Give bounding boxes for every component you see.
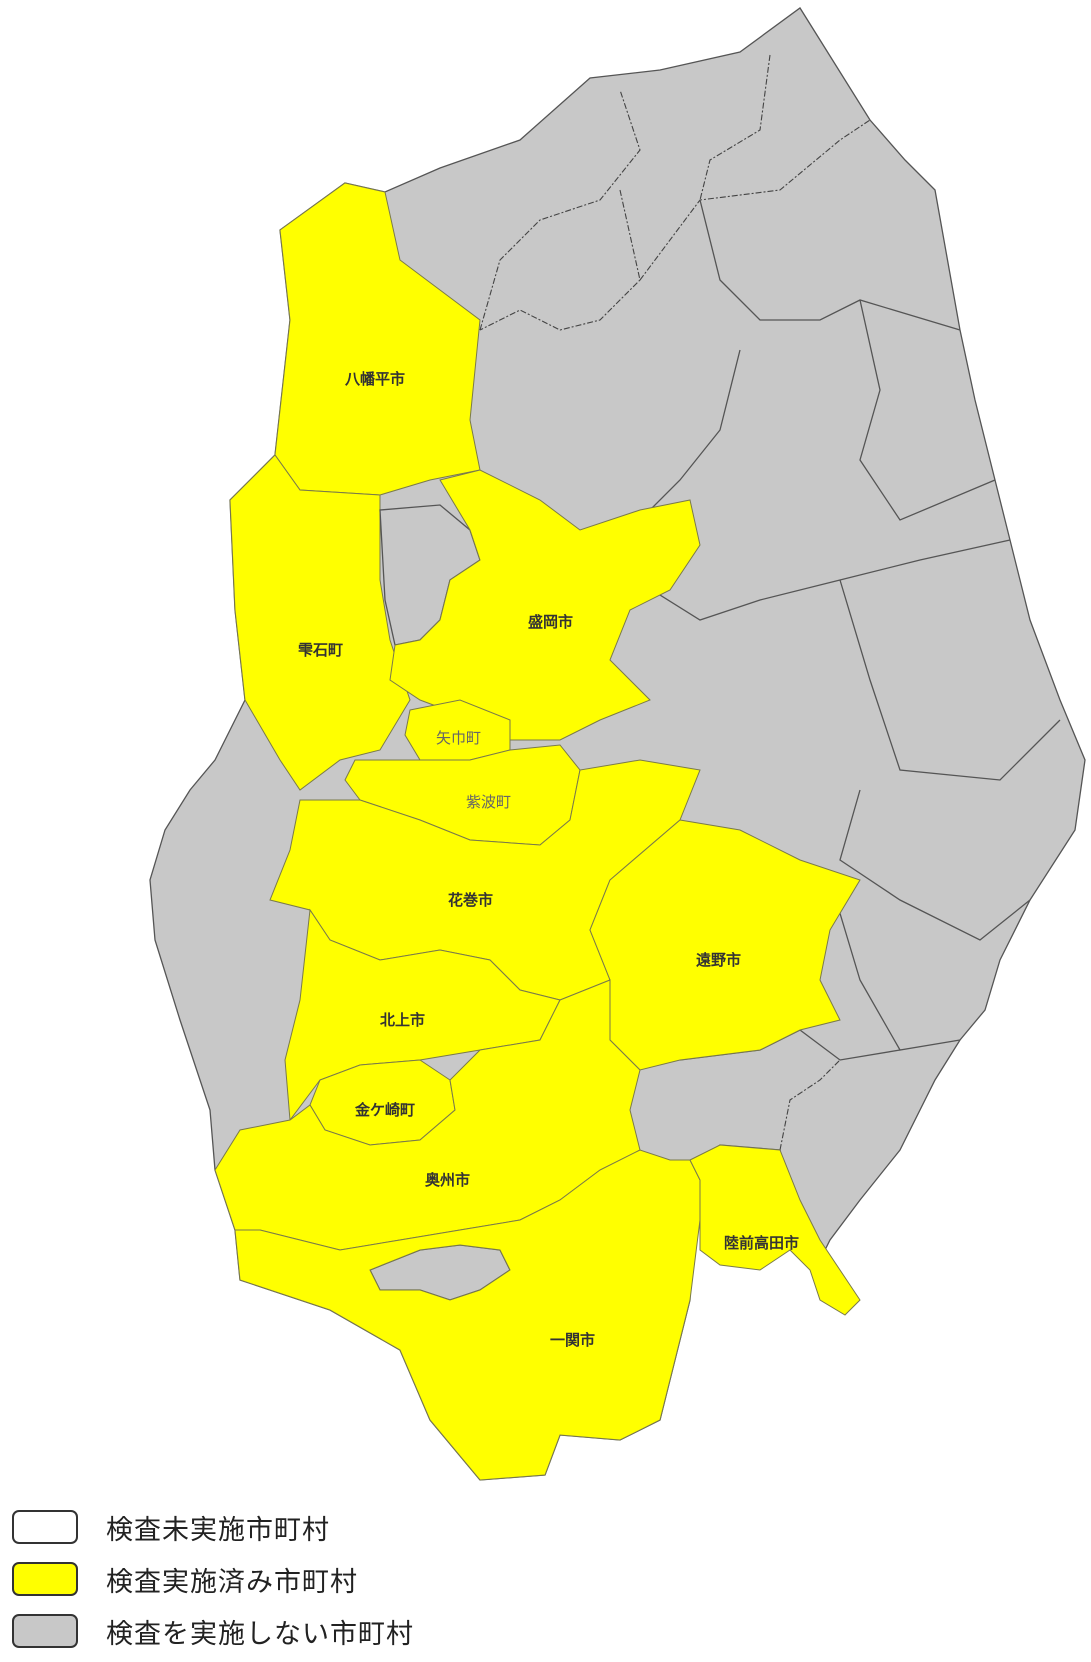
label-shiwa: 紫波町: [466, 793, 511, 811]
label-tono: 遠野市: [696, 951, 741, 969]
label-kanegasaki: 金ケ崎町: [354, 1101, 415, 1119]
label-kitakami: 北上市: [380, 1011, 425, 1029]
label-hanamaki: 花巻市: [448, 891, 493, 909]
legend-item-inspected: 検査実施済み市町村: [12, 1558, 512, 1600]
muni-rikuzentakata: [689, 1144, 861, 1316]
label-shizukuishi: 雫石町: [298, 641, 343, 659]
label-ichinoseki: 一関市: [550, 1331, 595, 1349]
boundary-east-1: [699, 199, 961, 331]
label-rikuzentakata: 陸前高田市: [724, 1234, 799, 1252]
legend-swatch-white: [12, 1510, 78, 1544]
iwate-prefecture-map: 八幡平市 雫石町 盛岡市 矢巾町 紫波町 花巻市 遠野市 北上市 金ケ崎町 奥州…: [149, 7, 1086, 1481]
muni-morioka: [389, 469, 701, 741]
label-yahaba: 矢巾町: [436, 729, 481, 747]
boundary-north-4: [699, 54, 771, 201]
legend-item-not-inspected: 検査未実施市町村: [12, 1506, 512, 1548]
boundary-east-3: [859, 299, 996, 521]
boundary-north-3: [639, 119, 871, 281]
label-morioka: 盛岡市: [528, 613, 573, 631]
legend: 検査未実施市町村 検査実施済み市町村 検査を実施しない市町村: [12, 1506, 512, 1662]
legend-label: 検査未実施市町村: [106, 1514, 330, 1546]
legend-label: 検査実施済み市町村: [106, 1566, 358, 1598]
legend-label: 検査を実施しない市町村: [106, 1618, 414, 1650]
label-oshu: 奥州市: [425, 1171, 470, 1189]
legend-item-no-inspection: 検査を実施しない市町村: [12, 1610, 512, 1652]
muni-tono: [589, 819, 861, 1071]
boundary-north-1: [479, 89, 641, 331]
muni-shizukuishi: [229, 454, 411, 791]
boundary-east-6: [839, 789, 1031, 941]
boundary-north-2: [479, 189, 641, 331]
label-hachimantai: 八幡平市: [344, 370, 405, 388]
legend-swatch-gray: [12, 1614, 78, 1648]
boundary-east-4: [619, 539, 1011, 621]
boundary-east-8: [779, 1059, 841, 1151]
boundary-east-5: [839, 579, 1061, 781]
legend-swatch-yellow: [12, 1562, 78, 1596]
boundary-east-7: [829, 879, 961, 1051]
